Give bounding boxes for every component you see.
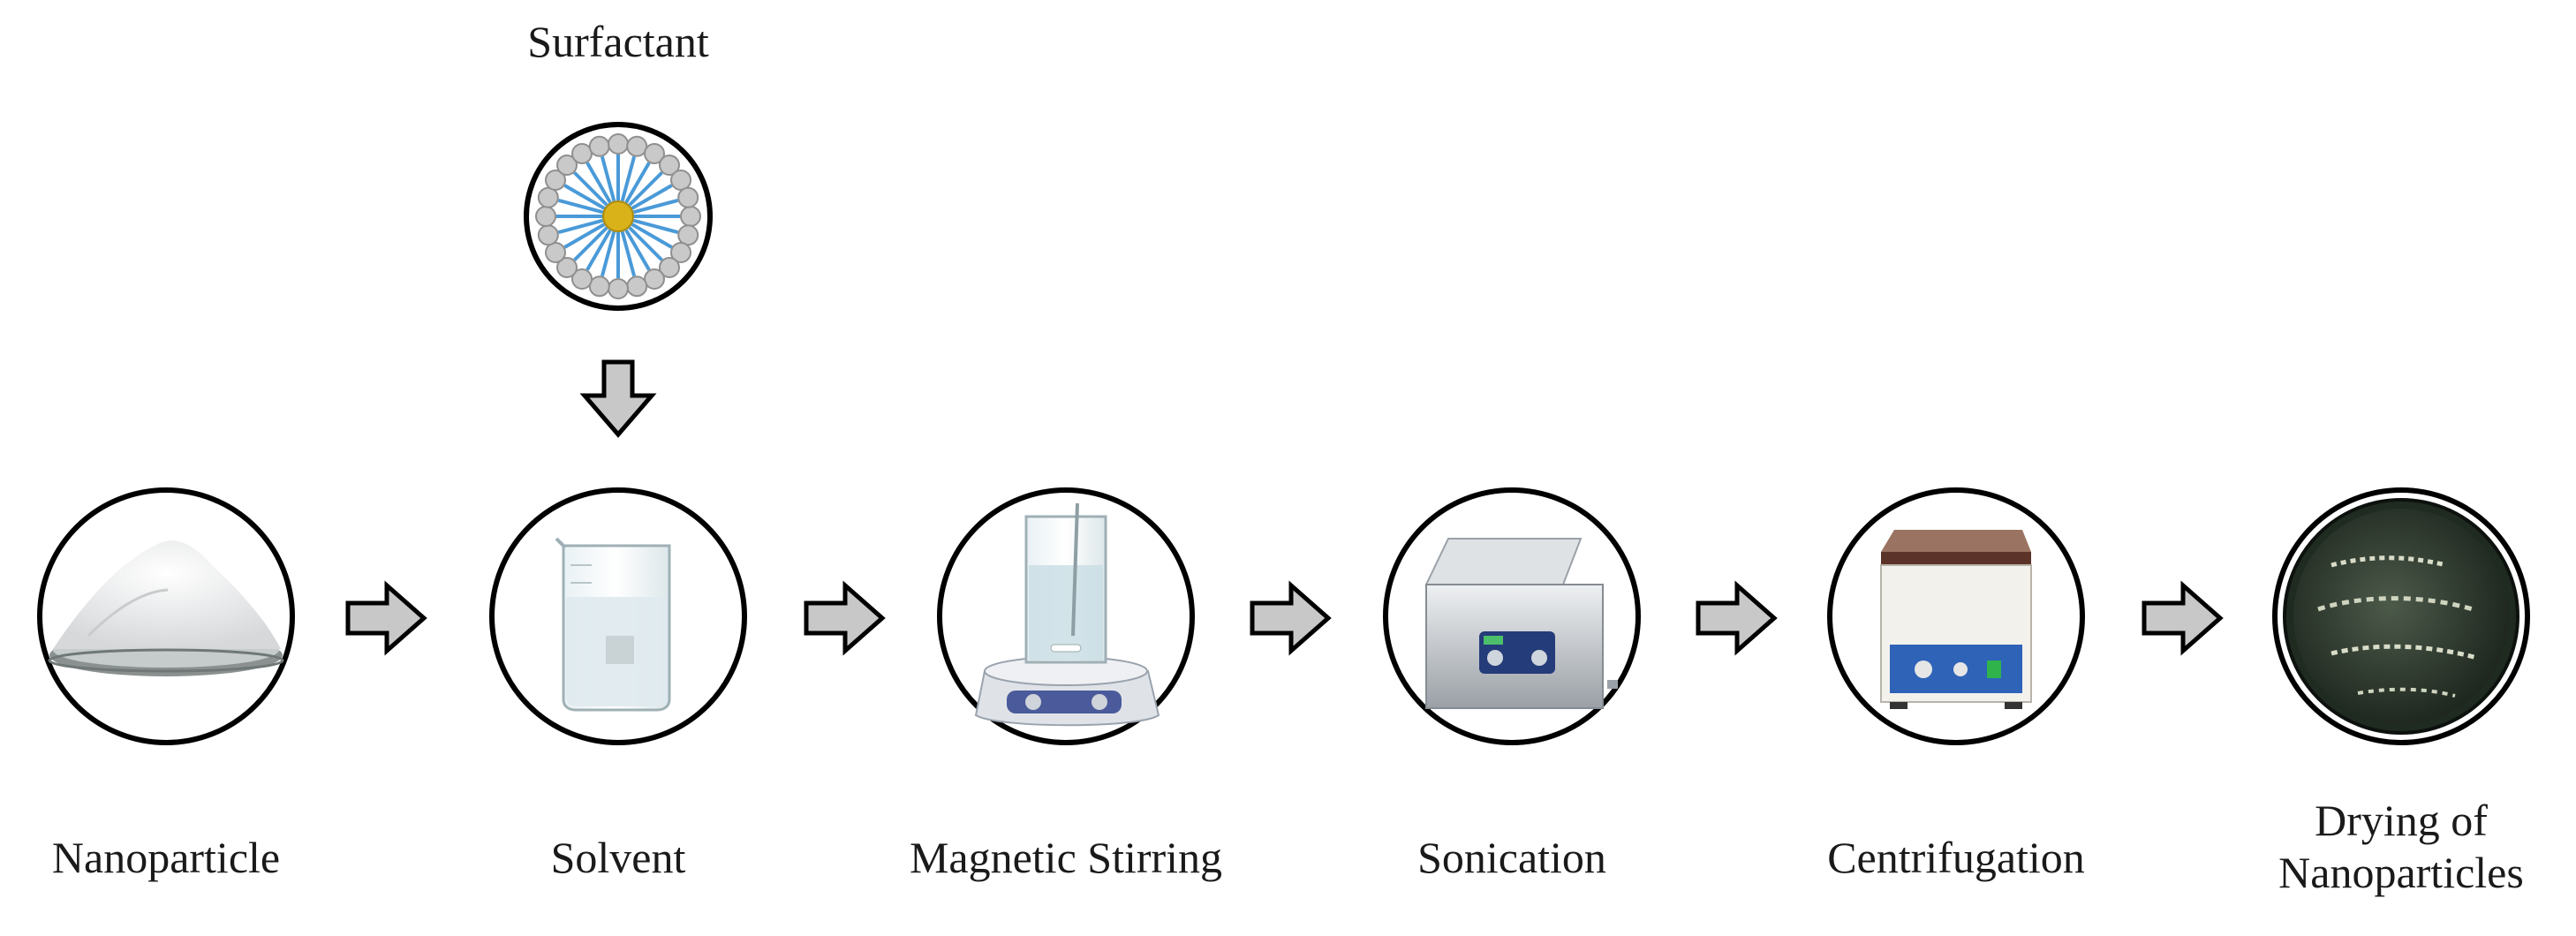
micelle-head: [588, 135, 610, 157]
micelle-tail: [632, 198, 679, 215]
micelle-head: [644, 142, 665, 164]
micelle-head: [644, 268, 665, 291]
micelle-head: [658, 256, 680, 278]
micelle-tail: [624, 162, 651, 204]
micelle-tail: [620, 155, 637, 202]
ultrasonic-bath-icon: [1383, 487, 1641, 745]
micelle-head: [670, 170, 692, 191]
micelle-tail: [563, 184, 606, 210]
micelle-head: [626, 135, 648, 157]
micelle-head: [537, 224, 559, 246]
step-label-sonication: Sonication: [1417, 833, 1606, 882]
micelle-tail: [631, 223, 673, 249]
right-arrow-icon: [1696, 580, 1778, 656]
micelle-tail: [585, 162, 612, 204]
micelle-tail: [628, 171, 663, 207]
micelle-tail: [573, 171, 608, 207]
micelle-head: [677, 186, 699, 208]
powder-dish-icon: [37, 487, 295, 745]
micelle-head: [588, 276, 610, 298]
micelle-head: [556, 155, 578, 177]
micelle-tail: [631, 184, 673, 210]
micelle-tail: [628, 226, 663, 261]
step-label-solvent: Solvent: [550, 833, 686, 882]
surfactant-label: Surfactant: [527, 17, 709, 66]
micelle-head: [571, 142, 593, 164]
step-label-drying: Drying of Nanoparticles: [2278, 796, 2524, 897]
micelle-tail: [563, 223, 606, 249]
centrifuge-icon: [1827, 487, 2085, 745]
micelle-head: [544, 170, 566, 191]
right-arrow-icon: [804, 580, 886, 656]
micelle-head: [537, 186, 559, 208]
micelle-head: [556, 256, 578, 278]
micelle-tail: [620, 230, 637, 277]
micelle-head: [608, 133, 629, 155]
step-label-centrifugation: Centrifugation: [1827, 833, 2085, 882]
micelle-head: [571, 268, 593, 291]
micelle-head: [658, 155, 680, 177]
micelle-tail: [573, 226, 608, 261]
micelle-tail: [557, 198, 604, 215]
step-label-magnetic-stirring: Magnetic Stirring: [909, 833, 1223, 882]
right-arrow-icon: [1250, 580, 1332, 656]
down-arrow-icon: [579, 359, 657, 438]
micelle-head: [677, 224, 699, 246]
magnetic-stirrer-icon: [937, 487, 1195, 745]
right-arrow-icon: [2142, 580, 2224, 656]
micelle-tail: [557, 218, 604, 235]
right-arrow-icon: [345, 580, 427, 656]
micelle-tail: [600, 155, 616, 202]
micelle-head: [680, 206, 701, 227]
micelle-tail: [600, 230, 616, 277]
micelle-head: [626, 276, 648, 298]
micelle-tail: [624, 229, 651, 271]
micelle-head: [535, 206, 556, 227]
step-label-nanoparticle: Nanoparticle: [51, 833, 281, 882]
micelle-tail: [585, 229, 612, 271]
micelle-head: [670, 242, 692, 263]
beaker-icon: [489, 487, 747, 745]
micelle-head: [608, 278, 629, 299]
petri-dish-icon: [2272, 487, 2530, 745]
micelle-tail: [632, 218, 679, 235]
surfactant-micelle-icon: [524, 122, 713, 311]
micelle-head: [544, 242, 566, 263]
